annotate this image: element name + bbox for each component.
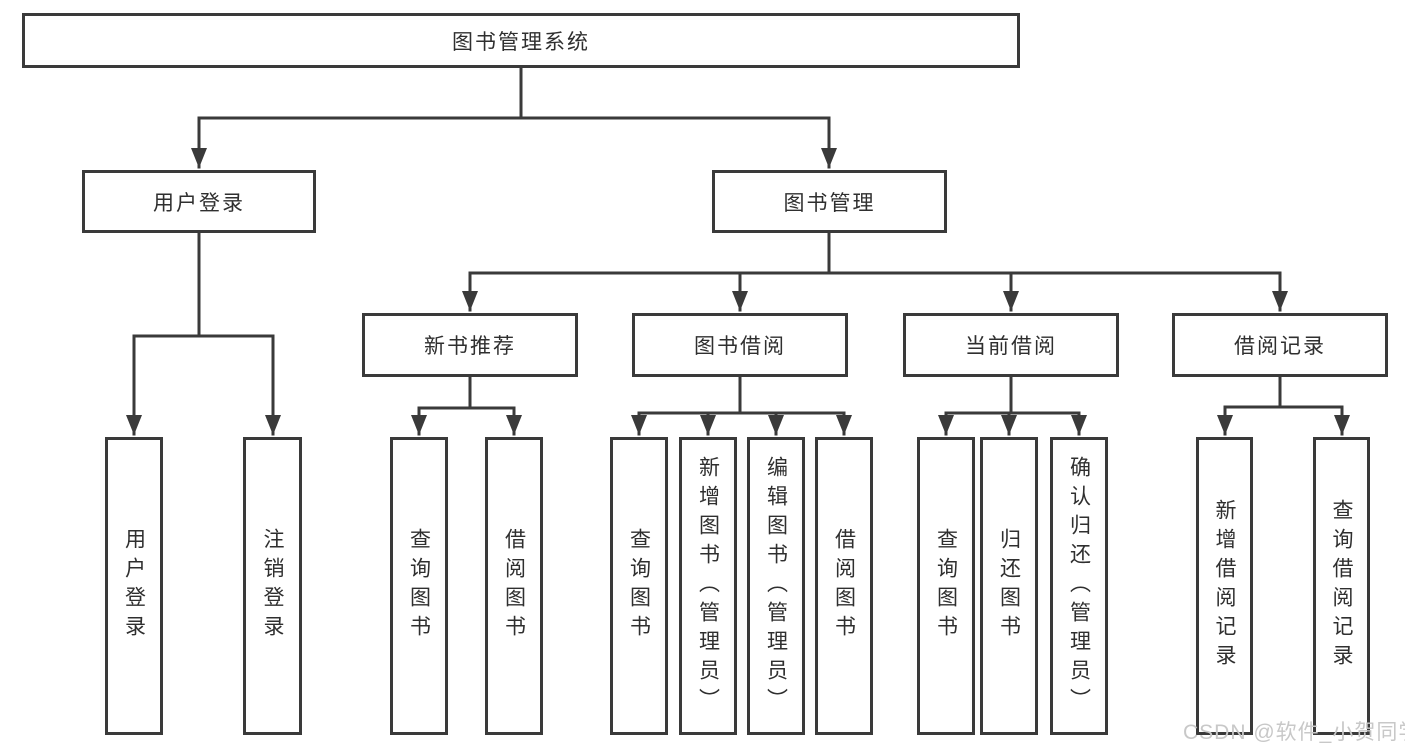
- user-login-branch-connectors: [126, 231, 281, 436]
- node-user-login: 用户登录: [82, 170, 316, 233]
- leaf-add-book-admin-label: 新增图书（管理员）: [696, 455, 720, 717]
- node-new-book-recommend-label: 新书推荐: [424, 335, 516, 358]
- current-borrow-branch-connectors: [938, 375, 1087, 436]
- node-current-borrow: 当前借阅: [903, 313, 1119, 377]
- leaf-user-login: 用户登录: [105, 437, 163, 735]
- book-management-branch-connectors: [462, 231, 1288, 312]
- leaf-borrow-query-book-label: 查询图书: [627, 528, 651, 644]
- borrow-records-branch-connectors: [1217, 375, 1350, 436]
- node-root-system: 图书管理系统: [22, 13, 1020, 68]
- leaf-return-book-label: 归还图书: [997, 528, 1021, 644]
- node-book-management-label: 图书管理: [783, 191, 876, 215]
- leaf-query-borrow-record-label: 查询借阅记录: [1330, 499, 1353, 673]
- node-root-system-label: 图书管理系统: [452, 30, 590, 54]
- node-borrow-records: 借阅记录: [1172, 313, 1388, 377]
- leaf-confirm-return-admin: 确认归还（管理员）: [1050, 437, 1108, 735]
- node-book-borrow-label: 图书借阅: [694, 335, 786, 358]
- leaf-confirm-return-admin-label: 确认归还（管理员）: [1067, 455, 1091, 717]
- leaf-recommend-borrow-book: 借阅图书: [485, 437, 543, 735]
- leaf-add-borrow-record-label: 新增借阅记录: [1213, 499, 1236, 673]
- new-book-branch-connectors: [411, 375, 522, 436]
- leaf-borrow-book-label: 借阅图书: [832, 528, 856, 644]
- leaf-add-book-admin: 新增图书（管理员）: [679, 437, 737, 735]
- leaf-borrow-book: 借阅图书: [815, 437, 873, 735]
- leaf-query-borrow-record: 查询借阅记录: [1313, 437, 1370, 735]
- book-borrow-branch-connectors: [631, 375, 852, 436]
- leaf-add-borrow-record: 新增借阅记录: [1196, 437, 1253, 735]
- node-current-borrow-label: 当前借阅: [965, 335, 1057, 358]
- leaf-recommend-query-book-label: 查询图书: [407, 528, 431, 644]
- csdn-watermark: CSDN @软件_小贺同学: [1183, 721, 1405, 744]
- leaf-logout-label: 注销登录: [261, 528, 284, 644]
- leaf-current-query-book: 查询图书: [917, 437, 975, 735]
- node-book-management: 图书管理: [712, 170, 947, 233]
- root-to-level2-connectors: [191, 66, 837, 169]
- node-borrow-records-label: 借阅记录: [1234, 335, 1326, 358]
- node-new-book-recommend: 新书推荐: [362, 313, 578, 377]
- leaf-edit-book-admin: 编辑图书（管理员）: [747, 437, 805, 735]
- leaf-borrow-query-book: 查询图书: [610, 437, 668, 735]
- leaf-return-book: 归还图书: [980, 437, 1038, 735]
- node-book-borrow: 图书借阅: [632, 313, 848, 377]
- leaf-logout: 注销登录: [243, 437, 302, 735]
- leaf-edit-book-admin-label: 编辑图书（管理员）: [764, 455, 788, 717]
- leaf-recommend-query-book: 查询图书: [390, 437, 448, 735]
- leaf-current-query-book-label: 查询图书: [934, 528, 958, 644]
- leaf-user-login-label: 用户登录: [122, 528, 146, 644]
- leaf-recommend-borrow-book-label: 借阅图书: [502, 528, 526, 644]
- node-user-login-label: 用户登录: [153, 191, 245, 215]
